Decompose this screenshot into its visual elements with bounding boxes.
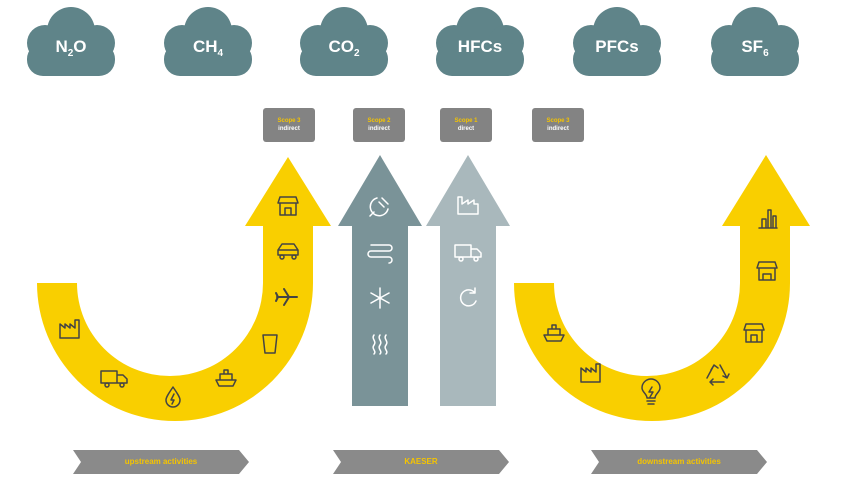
cloud-shape <box>164 7 252 76</box>
cloud-shape <box>27 7 115 76</box>
banner-shape <box>73 450 249 474</box>
gas-cloud-sf6: SF6 <box>705 3 805 79</box>
scope-3-upstream-badge: Scope 3 indirect <box>263 108 315 142</box>
scope-subtitle: indirect <box>278 126 300 132</box>
gas-cloud-co2: CO2 <box>294 3 394 79</box>
scope-subtitle: indirect <box>547 126 569 132</box>
gas-label: CO2 <box>328 37 360 59</box>
cooling-icon <box>370 287 390 309</box>
heating-icon <box>367 244 393 264</box>
scope-title: Scope 3 <box>277 118 301 124</box>
banner-shape <box>333 450 509 474</box>
downstream-activities-banner: downstream activities <box>591 450 767 474</box>
scope-2-arrow <box>338 155 422 406</box>
plug-icon <box>369 197 389 217</box>
downstream-arrow <box>514 155 810 421</box>
ship-icon <box>543 324 565 342</box>
factory-icon <box>457 196 479 215</box>
truck-icon <box>454 244 482 262</box>
gas-cloud-pfcs: PFCs <box>567 3 667 79</box>
car-icon <box>277 243 299 260</box>
lightbulb-icon <box>641 378 661 405</box>
banner-label: KAESER <box>404 457 438 466</box>
refresh-icon <box>459 287 477 307</box>
scope-2-badge: Scope 2 indirect <box>353 108 405 142</box>
gas-cloud-n2o: N2O <box>21 3 121 79</box>
kaeser-banner: KAESER <box>333 450 509 474</box>
airplane-icon <box>275 288 298 306</box>
truck-icon <box>100 370 128 388</box>
gas-label: HFCs <box>457 37 503 56</box>
cloud-shape <box>711 7 799 76</box>
upstream-arrow <box>37 157 331 421</box>
market-icon <box>756 261 778 281</box>
store-icon <box>277 196 299 216</box>
cloud-shape <box>573 7 661 76</box>
bar-chart-icon <box>758 209 778 229</box>
steam-icon <box>372 334 388 355</box>
scope-1-badge: Scope 1 direct <box>440 108 492 142</box>
scope-subtitle: direct <box>457 126 475 132</box>
gas-label: SF6 <box>741 37 769 59</box>
recycle-icon <box>706 364 730 386</box>
banner-shape <box>591 450 767 474</box>
ship-icon <box>215 369 237 387</box>
store-icon <box>743 323 765 343</box>
banner-label: upstream activities <box>124 457 198 466</box>
banner-label: downstream activities <box>637 457 721 466</box>
scope-title: Scope 1 <box>454 118 478 124</box>
gas-cloud-hfcs: HFCs <box>430 3 530 79</box>
scope-title: Scope 3 <box>546 118 570 124</box>
fuel-drop-icon <box>165 386 181 408</box>
scope-1-arrow <box>426 155 510 406</box>
scope-title: Scope 2 <box>367 118 391 124</box>
factory-icon <box>580 363 601 383</box>
cup-icon <box>262 334 278 354</box>
gas-cloud-ch4: CH4 <box>158 3 258 79</box>
scope-3-downstream-badge: Scope 3 indirect <box>532 108 584 142</box>
cloud-shape <box>436 7 524 76</box>
gas-label: CH4 <box>192 37 224 59</box>
cloud-shape <box>300 7 388 76</box>
factory-icon <box>59 319 80 339</box>
gas-label: N2O <box>55 37 87 59</box>
scope-subtitle: indirect <box>368 126 390 132</box>
upstream-activities-banner: upstream activities <box>73 450 249 474</box>
gas-label: PFCs <box>595 37 639 56</box>
